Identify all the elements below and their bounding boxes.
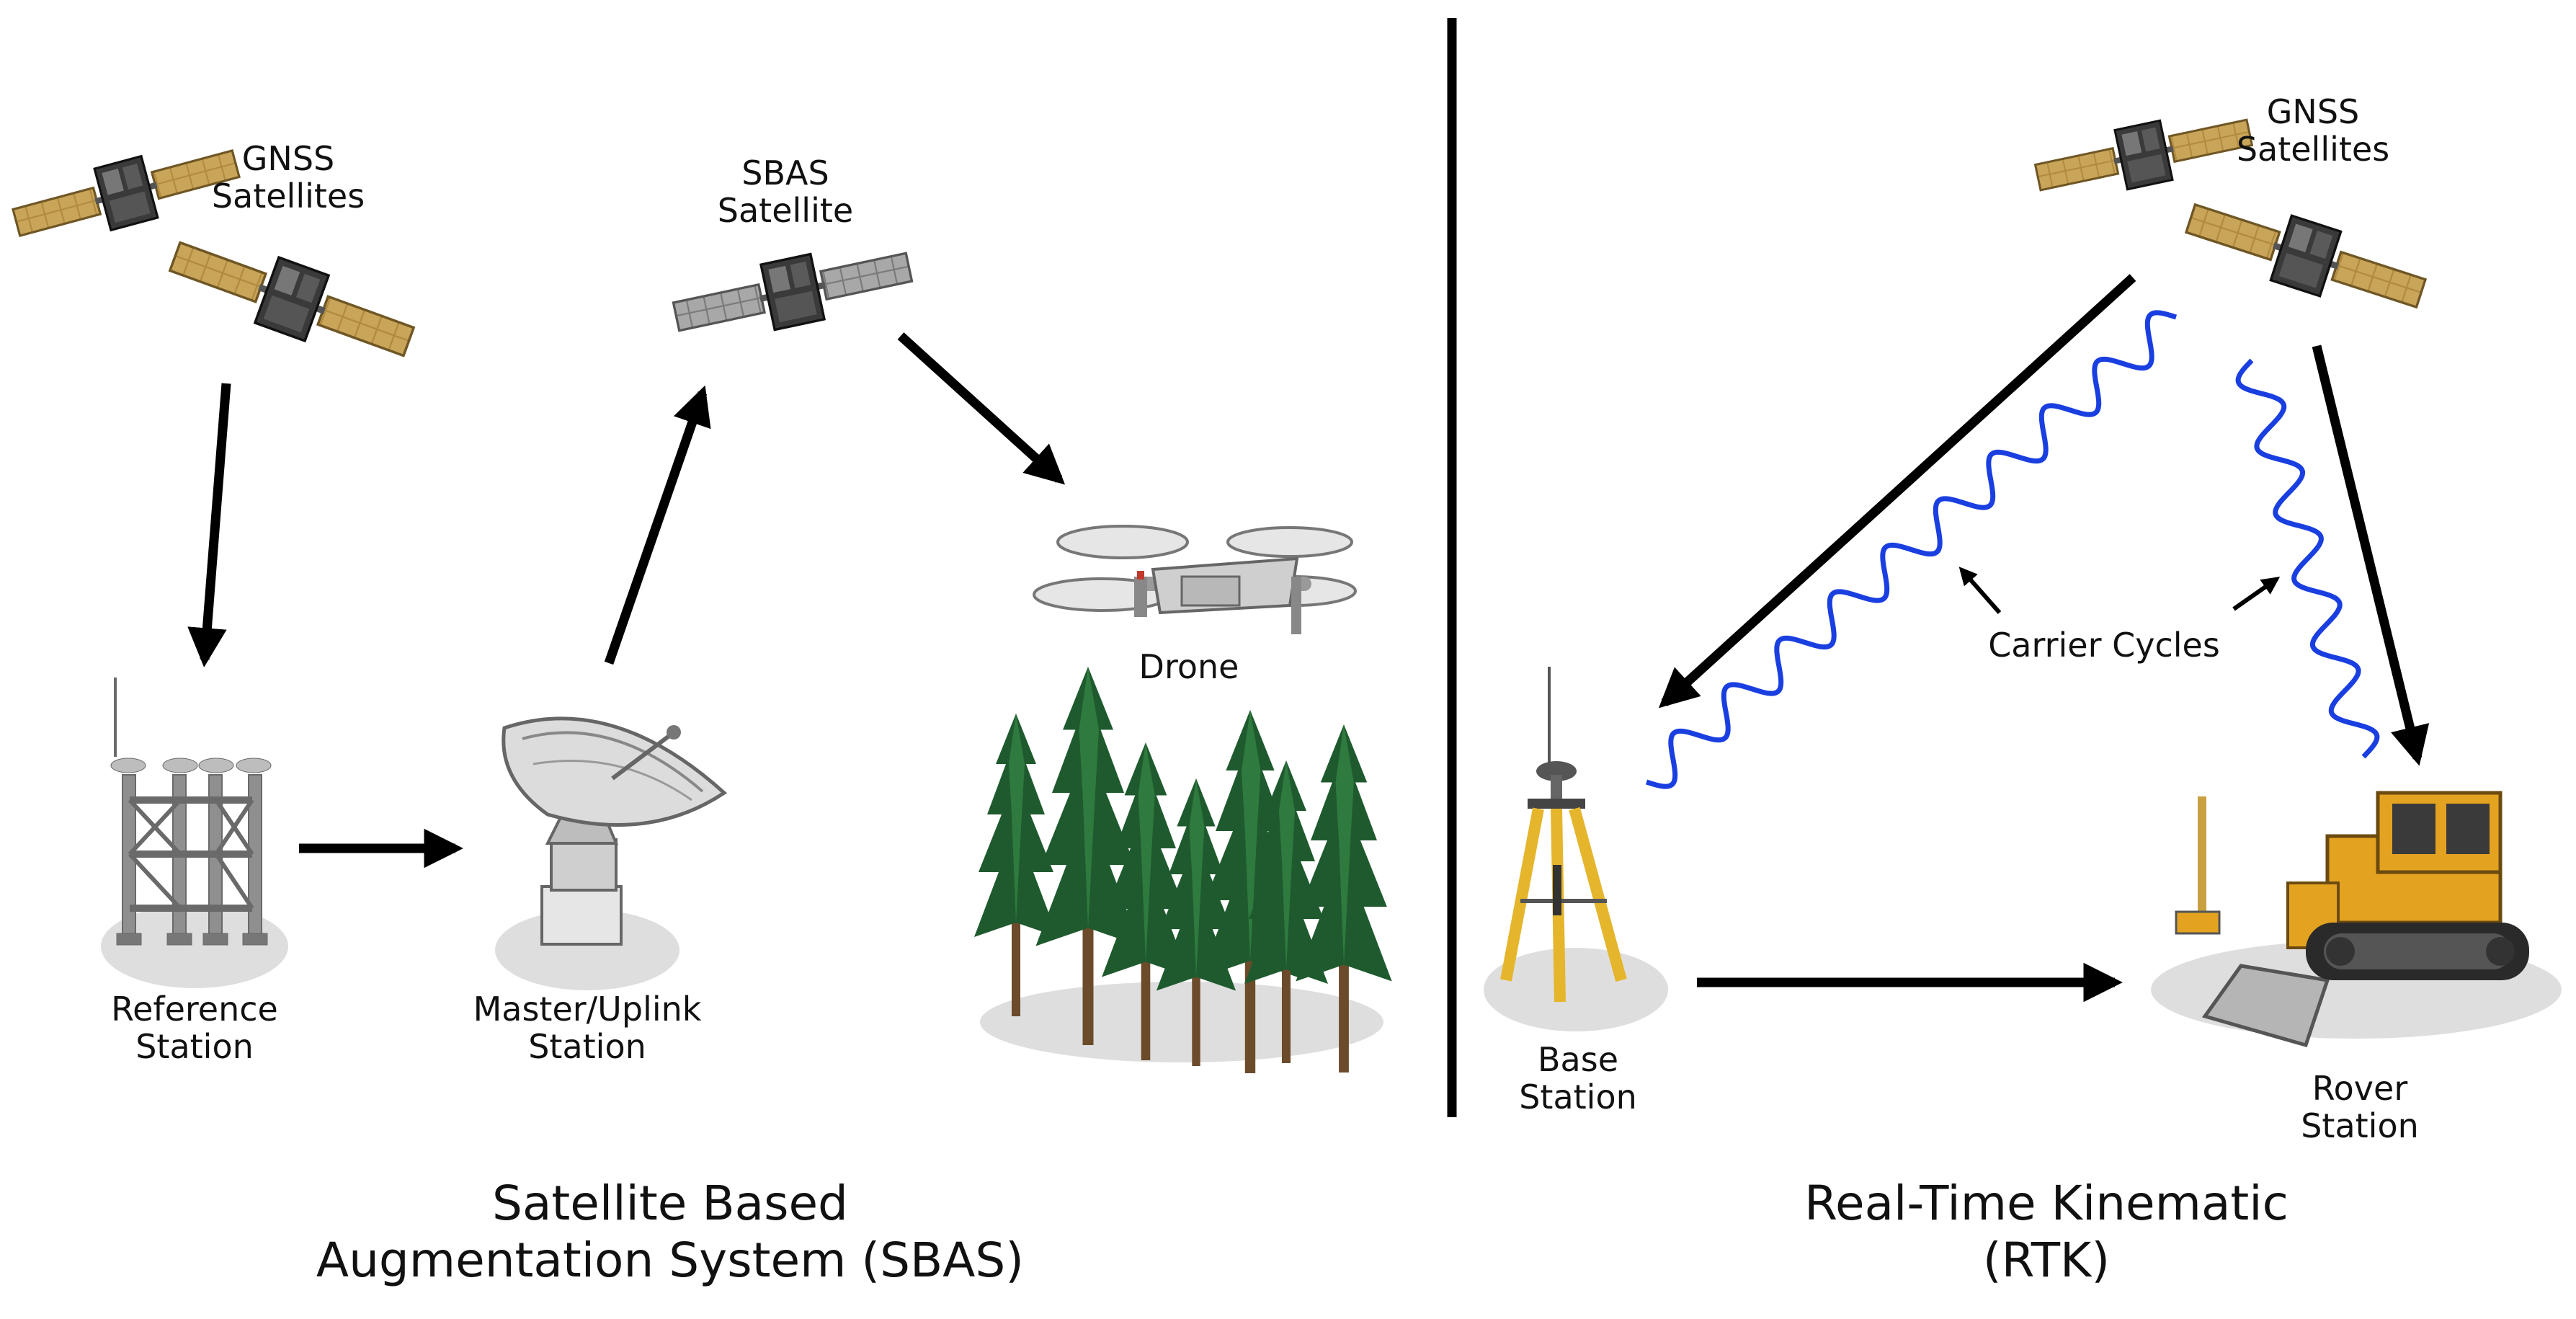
label-line: Station <box>135 1026 254 1066</box>
gnss-satellites-label-right: GNSS Satellites <box>2216 92 2410 169</box>
reference-station-label: Reference Station <box>86 990 303 1066</box>
pointer-arrow-right <box>2232 577 2281 611</box>
label-line: Master/Uplink <box>473 990 702 1029</box>
label-line: Station <box>2301 1106 2419 1145</box>
label-line: Carrier Cycles <box>1988 626 2220 665</box>
rover-station <box>2151 791 2562 1048</box>
label-line: SBAS <box>741 154 829 192</box>
label-line: Station <box>1519 1077 1637 1116</box>
forest <box>974 667 1392 1073</box>
label-line: Drone <box>1138 647 1239 686</box>
antenna-tower-icon <box>110 678 272 946</box>
sbas-title: Satellite Based Augmentation System (SBA… <box>238 1175 1102 1289</box>
label-line: GNSS <box>241 139 335 178</box>
arrow-gnss-to-base <box>1658 274 2136 709</box>
drone <box>1033 525 1357 634</box>
arrow-gnss-to-rover <box>2312 345 2430 766</box>
title-line: Augmentation System (SBAS) <box>316 1233 1025 1289</box>
drone-label: Drone <box>1110 647 1268 686</box>
sbas-satellite <box>668 233 917 351</box>
label-line: Satellite <box>717 190 854 230</box>
carrier-pointer-arrows <box>1958 567 2281 614</box>
master-uplink-station <box>495 716 728 990</box>
title-line: Satellite Based <box>492 1176 848 1231</box>
bulldozer-icon <box>2175 791 2529 1048</box>
label-line: Satellites <box>211 176 365 216</box>
satellite-icon <box>2179 185 2433 327</box>
pointer-arrow-left <box>1958 567 2002 614</box>
carrier-wave-left <box>1645 310 2178 789</box>
label-line: Reference <box>111 990 278 1029</box>
rover-station-label: Rover Station <box>2277 1070 2443 1145</box>
rtk-title: Real-Time Kinematic (RTK) <box>1686 1175 2407 1289</box>
base-station-label: Base Station <box>1492 1040 1664 1116</box>
label-line: GNSS <box>2266 92 2360 131</box>
dish-antenna-icon <box>502 716 728 946</box>
tripod-antenna-icon <box>1500 667 1627 1003</box>
arrow-gnss-to-reference <box>187 383 231 667</box>
carrier-cycles-label: Carrier Cycles <box>1946 626 2263 665</box>
base-station <box>1484 667 1668 1031</box>
label-line: Satellites <box>2236 129 2390 169</box>
drone-icon <box>1033 525 1357 634</box>
title-line: Real-Time Kinematic <box>1804 1176 2288 1231</box>
title-line: (RTK) <box>1982 1233 2111 1289</box>
satellite-icon <box>161 222 422 376</box>
sbas-satellite-label: SBAS Satellite <box>699 154 872 230</box>
carrier-waves <box>1645 310 2380 789</box>
arrow-master-to-sbas <box>604 385 711 665</box>
reference-station <box>101 678 288 988</box>
label-line: Rover <box>2312 1069 2408 1108</box>
master-uplink-station-label: Master/Uplink Station <box>447 990 728 1066</box>
label-line: Station <box>528 1026 646 1066</box>
arrow-sbas-to-drone <box>897 332 1066 485</box>
sbas-arrows <box>187 332 1066 869</box>
label-line: Base <box>1537 1040 1618 1079</box>
rtk-arrows <box>1658 274 2430 1003</box>
gnss-satellites-label-left: GNSS Satellites <box>195 139 382 216</box>
carrier-wave-right <box>2235 358 2380 759</box>
satellite-icon <box>668 233 917 351</box>
